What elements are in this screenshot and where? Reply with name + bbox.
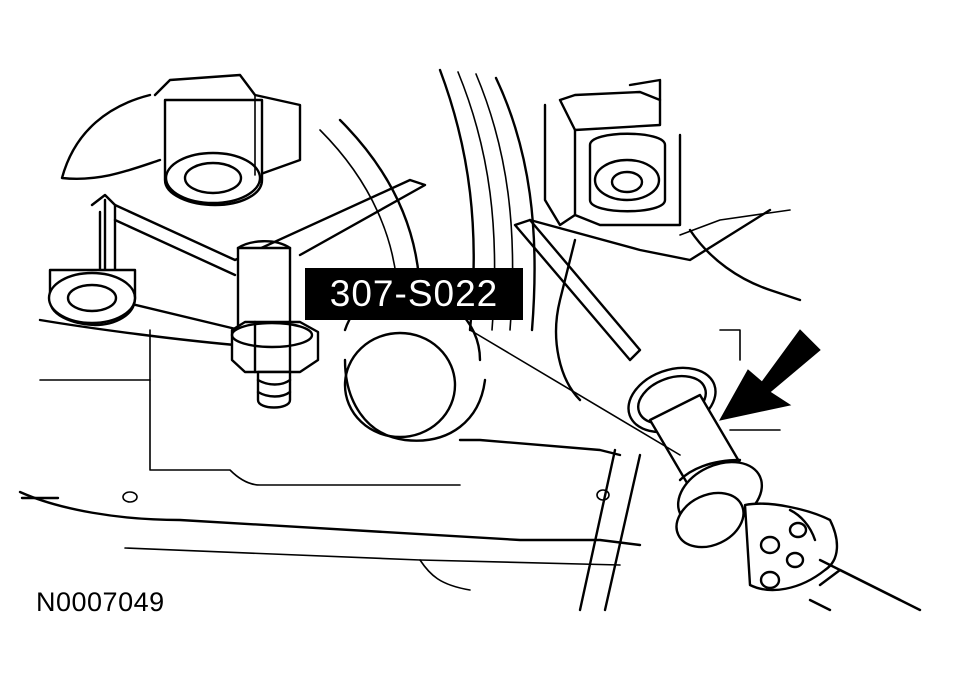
transmission-housing	[18, 329, 642, 591]
right-housing	[513, 208, 802, 431]
part-number-callout: 307-S022	[305, 268, 523, 320]
bell-housing-arcs	[60, 68, 536, 332]
upper-left-boss	[153, 73, 302, 207]
arrow-icon	[719, 329, 821, 421]
left-boss	[47, 268, 137, 327]
shift-rod-assembly	[578, 366, 922, 612]
nut-and-stud	[230, 320, 320, 409]
upper-right-boss	[543, 78, 682, 227]
callout-leader	[469, 329, 681, 456]
figure-number: N0007049	[36, 587, 165, 617]
